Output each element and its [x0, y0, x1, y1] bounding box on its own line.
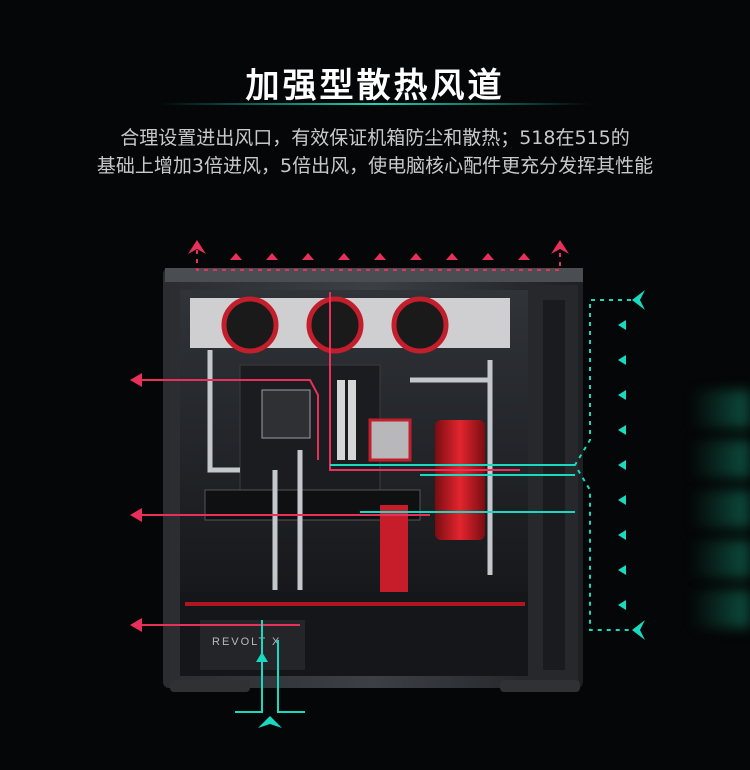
power-cables	[380, 505, 408, 595]
arrow-up-icon	[258, 716, 282, 728]
ram-stick	[337, 380, 345, 460]
coolant-tubes	[207, 350, 493, 590]
arrow-up-icon	[518, 253, 530, 260]
case-front-vent	[543, 300, 565, 670]
radiator-fans	[221, 296, 449, 354]
side-glow-1	[690, 390, 750, 428]
arrow-up-icon	[256, 652, 268, 662]
side-glow-3	[690, 490, 750, 528]
title-underline-left	[160, 103, 375, 105]
description-line-1: 合理设置进出风口，有效保证机箱防尘和散热；518在515的	[120, 127, 630, 149]
arrow-left-icon	[618, 390, 626, 400]
shroud-accent-line	[185, 602, 525, 606]
arrow-up-icon	[551, 240, 569, 254]
ram-stick	[348, 380, 356, 460]
arrow-left-icon	[618, 355, 626, 365]
case-foot	[500, 680, 580, 692]
arrow-up-icon	[266, 253, 278, 260]
arrow-left-icon	[632, 620, 645, 640]
arrow-up-icon	[374, 253, 386, 260]
fan	[391, 296, 449, 354]
arrow-left-icon	[618, 460, 626, 470]
arrow-left-icon	[618, 565, 626, 575]
reservoir	[435, 420, 485, 540]
pc-case	[163, 268, 583, 692]
arrow-left-icon	[618, 320, 626, 330]
logo-plate	[200, 620, 305, 670]
arrow-up-icon	[338, 253, 350, 260]
arrow-up-icon	[230, 253, 242, 260]
top-exhaust-airflow	[196, 250, 561, 271]
case-top-panel	[165, 268, 583, 282]
cpu-block	[261, 389, 311, 439]
top-exhaust-arrows	[188, 240, 569, 260]
arrow-up-icon	[188, 240, 206, 254]
front-intake-airflow	[330, 299, 640, 631]
arrow-left-icon	[632, 290, 645, 310]
side-glow-4	[690, 540, 750, 578]
rear-exhaust-arrows	[130, 373, 142, 632]
arrow-left-icon	[618, 530, 626, 540]
front-intake-arrows	[618, 290, 645, 640]
arrow-up-icon	[446, 253, 458, 260]
arrow-left-icon	[618, 600, 626, 610]
description-line-2: 基础上增加3倍进风，5倍出风，使电脑核心配件更充分发挥其性能	[96, 155, 654, 177]
internal-exhaust-paths	[140, 292, 520, 626]
title-underline-right	[375, 103, 590, 105]
arrow-up-icon	[302, 253, 314, 260]
arrow-left-icon	[618, 495, 626, 505]
side-glow-2	[690, 440, 750, 478]
page-title: 加强型散热风道	[245, 66, 505, 106]
bottom-intake-arrows	[256, 652, 282, 728]
case-foot	[170, 680, 250, 692]
arrow-left-icon	[130, 373, 142, 387]
fan	[306, 296, 364, 354]
bottom-intake-airflow	[235, 620, 305, 713]
arrow-up-icon	[410, 253, 422, 260]
pump	[368, 418, 412, 462]
arrow-left-icon	[130, 508, 142, 522]
arrow-up-icon	[482, 253, 494, 260]
arrow-left-icon	[618, 425, 626, 435]
side-glow-5	[690, 590, 750, 628]
arrow-left-icon	[130, 618, 142, 632]
case-logo-text: REVOLT X	[212, 636, 281, 648]
fan	[221, 296, 279, 354]
